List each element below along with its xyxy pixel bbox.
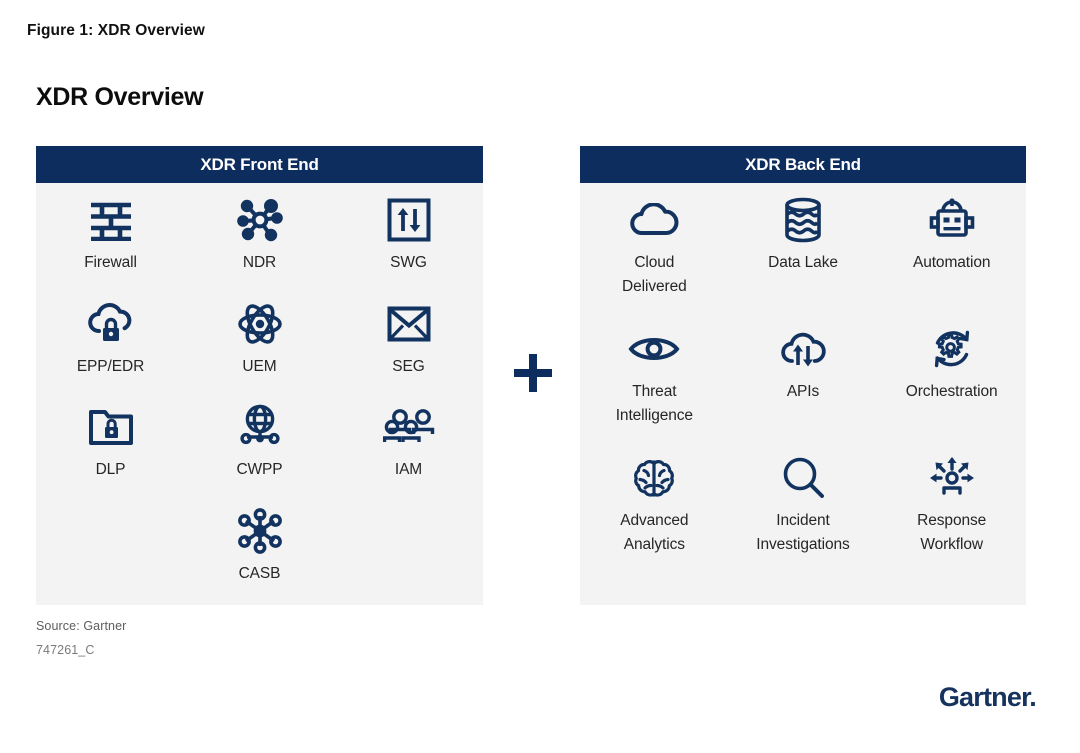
item-label: Data Lake xyxy=(768,254,838,271)
item-label: CWPP xyxy=(236,461,283,479)
item-label: APIs xyxy=(786,383,820,401)
item-label: EPP/EDR xyxy=(76,357,145,375)
item-iam[interactable]: IAM xyxy=(334,404,483,482)
item-seg[interactable]: SEG xyxy=(334,301,483,379)
item-apis[interactable]: APIs xyxy=(729,326,878,427)
gartner-logo-dot: . xyxy=(1029,682,1036,712)
item-label: IAM xyxy=(394,461,423,479)
plus-sign xyxy=(509,349,557,397)
item-uem[interactable]: UEM xyxy=(185,301,334,379)
brain-icon xyxy=(631,455,677,501)
icon-grid-front-end: Firewall NDR xyxy=(36,183,483,585)
people-group-icon xyxy=(382,404,435,450)
figure-caption: Figure 1: XDR Overview xyxy=(27,22,205,39)
item-label: Firewall xyxy=(84,254,137,271)
panel-header-back-end: XDR Back End xyxy=(580,146,1026,183)
item-cwpp[interactable]: CWPP xyxy=(185,404,334,482)
eye-icon xyxy=(628,326,680,372)
network-hub-icon xyxy=(236,197,283,243)
item-casb[interactable]: CASB xyxy=(185,507,334,586)
cloud-lock-icon xyxy=(87,301,135,347)
item-automation[interactable]: Automation xyxy=(877,197,1026,298)
item-label: SWG xyxy=(390,254,427,271)
item-label: UEM xyxy=(242,357,277,375)
page-title: XDR Overview xyxy=(36,83,204,111)
item-label: NDR xyxy=(242,254,277,271)
cloud-icon xyxy=(629,197,679,243)
magnifier-icon xyxy=(781,455,825,501)
envelope-icon xyxy=(387,301,431,347)
panel-body-front-end: Firewall NDR xyxy=(36,183,483,605)
gartner-logo: Gartner. xyxy=(938,682,1037,713)
item-dlp[interactable]: DLP xyxy=(36,404,185,482)
person-arrows-icon xyxy=(927,455,977,501)
gear-refresh-icon xyxy=(929,326,975,372)
item-label: DLP xyxy=(95,461,126,479)
item-label: Automation xyxy=(912,254,991,271)
cloud-sync-icon xyxy=(779,326,827,372)
item-firewall[interactable]: Firewall xyxy=(36,197,185,275)
item-data-lake[interactable]: Data Lake xyxy=(729,197,878,298)
panel-header-front-end: XDR Front End xyxy=(36,146,483,183)
item-label: CASB xyxy=(238,564,281,582)
figure-id: 747261_C xyxy=(36,643,95,657)
item-label: SEG xyxy=(392,357,425,375)
globe-network-icon xyxy=(237,404,283,450)
data-lake-icon xyxy=(784,197,822,243)
item-epp-edr[interactable]: EPP/EDR xyxy=(36,301,185,379)
folder-lock-icon xyxy=(88,404,134,450)
item-swg[interactable]: SWG xyxy=(334,197,483,275)
atom-icon xyxy=(237,301,283,347)
gartner-logo-text: Gartner xyxy=(938,682,1030,712)
source-note: Source: Gartner xyxy=(36,619,127,633)
item-label: Orchestration xyxy=(905,383,998,401)
robot-icon xyxy=(929,197,975,243)
panel-xdr-front-end: XDR Front End Firewall xyxy=(36,146,483,605)
item-ndr[interactable]: NDR xyxy=(185,197,334,275)
node-cluster-icon xyxy=(237,507,283,554)
up-down-arrows-box-icon xyxy=(387,197,431,243)
brick-wall-icon xyxy=(88,197,134,243)
item-orchestration[interactable]: Orchestration xyxy=(877,326,1026,427)
